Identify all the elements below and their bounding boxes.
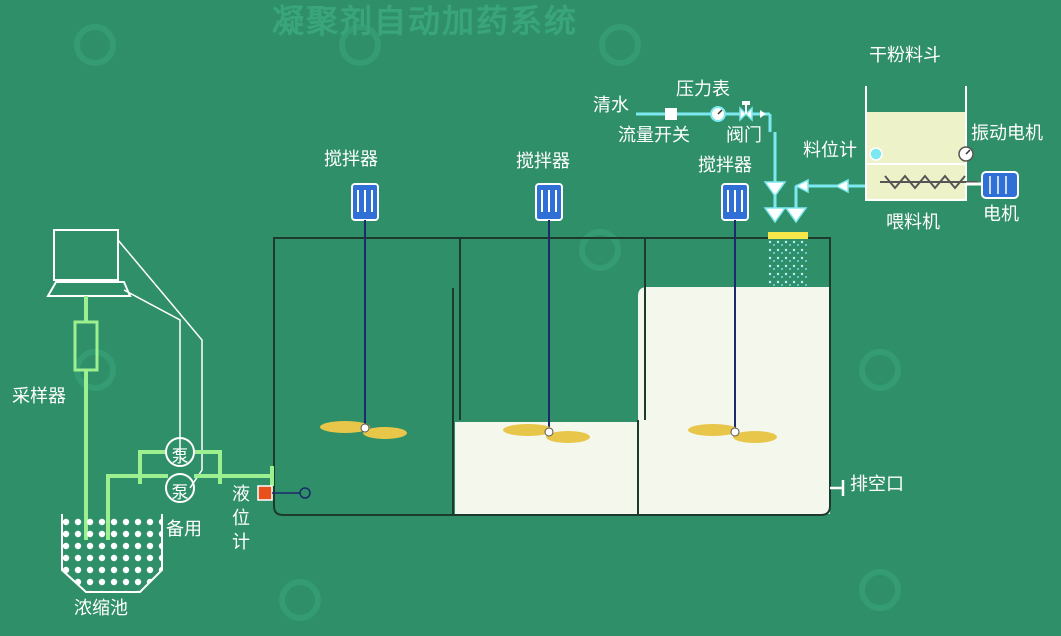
mixer-3 xyxy=(688,183,777,443)
dry-powder-hopper xyxy=(865,86,967,201)
vibration-motor-icon xyxy=(958,146,974,162)
mixer-2-label: 搅拌器 xyxy=(516,151,570,172)
drain-icon xyxy=(830,480,845,496)
mixer-1-label: 搅拌器 xyxy=(324,149,378,170)
level-meter-label: 料位计 xyxy=(803,140,857,161)
clean-water-label: 清水 xyxy=(593,95,629,116)
dry-hopper-label: 干粉料斗 xyxy=(869,45,941,66)
pump-label: 泵 xyxy=(171,447,189,467)
feeder-motor-icon xyxy=(966,171,1019,199)
pump-icon xyxy=(165,437,195,467)
dosing-plate xyxy=(768,232,808,239)
signal-wires xyxy=(117,239,203,489)
liquid-level-label-1: 液 xyxy=(232,484,250,505)
feeder-label: 喂料机 xyxy=(886,212,940,233)
pressure-gauge-label: 压力表 xyxy=(676,79,730,100)
page-title: 凝聚剂自动加药系统 xyxy=(272,2,579,40)
level-sensor-icon xyxy=(869,147,883,161)
flow-switch-label: 流量开关 xyxy=(618,125,690,146)
gauge-icon xyxy=(710,106,726,122)
liquid-level-label-3: 计 xyxy=(232,532,250,553)
thickener-icon xyxy=(61,514,163,593)
standby-label: 备用 xyxy=(166,519,202,540)
flow-switch-icon xyxy=(665,108,677,120)
valve-icon xyxy=(739,101,766,122)
thickener-label: 浓缩池 xyxy=(74,598,128,619)
liquid-level-sensor-icon xyxy=(257,485,311,501)
mixer-3-label: 搅拌器 xyxy=(698,155,752,176)
liquid-level-label-2: 位 xyxy=(232,508,250,529)
funnel-icon xyxy=(763,178,849,224)
mixer-1 xyxy=(320,183,407,439)
mixer-2 xyxy=(503,183,590,443)
monitor-icon xyxy=(46,229,132,297)
motor-label: 电机 xyxy=(983,204,1019,225)
vibration-motor-label: 振动电机 xyxy=(971,123,1043,144)
powder-dispersion xyxy=(768,240,808,286)
mixing-tank xyxy=(273,237,831,516)
sampler-label: 采样器 xyxy=(12,386,66,407)
pump-standby-label: 泵 xyxy=(171,483,189,503)
drain-label: 排空口 xyxy=(850,474,904,495)
pump-icon xyxy=(165,473,195,503)
screw-conveyor-icon xyxy=(880,174,978,190)
sampler-icon xyxy=(73,320,99,372)
valve-label: 阀门 xyxy=(726,125,762,146)
